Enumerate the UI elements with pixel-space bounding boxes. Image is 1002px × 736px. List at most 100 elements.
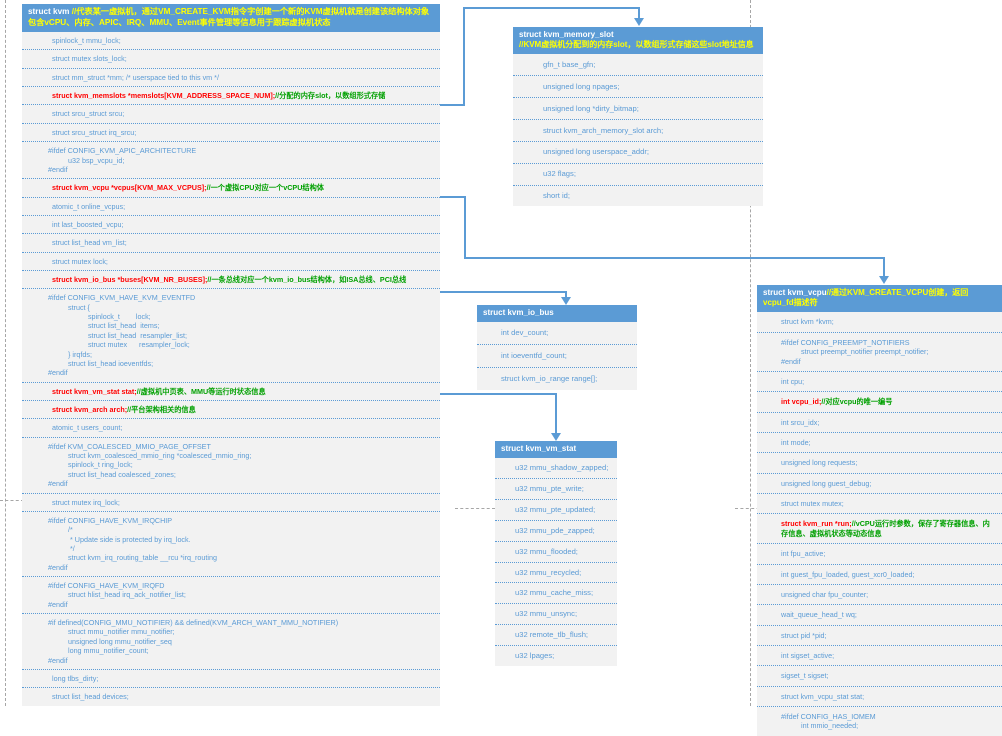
struct-rows-kvm-vcpu: struct kvm *kvm; #ifdef CONFIG_PREEMPT_NO… — [757, 312, 1002, 735]
struct-field-row[interactable]: struct mutex lock; — [22, 253, 440, 272]
struct-field-row[interactable]: u32 mmu_pde_zapped; — [495, 521, 617, 542]
struct-field-row[interactable]: #ifdef CONFIG_HAS_IOMEM int mmio_needed; — [757, 707, 1002, 736]
struct-field-row[interactable]: struct kvm_vcpu *vcpus[KVM_MAX_VCPUS];//… — [22, 179, 440, 198]
struct-field-row[interactable]: u32 mmu_unsync; — [495, 604, 617, 626]
struct-field-name: struct list_head vm_list; — [52, 238, 127, 248]
struct-field-name: #ifdef KVM_COALESCED_MMIO_PAGE_OFFSET st… — [48, 441, 252, 489]
struct-field-row[interactable]: u32 mmu_flooded; — [495, 542, 617, 563]
struct-field-row[interactable]: struct kvm_memslots *memslots[KVM_ADDRES… — [22, 87, 440, 106]
struct-rows-kvm: spinlock_t mmu_lock;struct mutex slots_l… — [22, 32, 440, 706]
struct-field-row[interactable]: #ifdef CONFIG_KVM_APIC_ARCHITECTURE u32 … — [22, 142, 440, 180]
struct-field-row[interactable]: int fpu_active; — [757, 544, 1002, 565]
struct-field-row[interactable]: unsigned char fpu_counter; — [757, 585, 1002, 606]
struct-field-name: u32 mmu_flooded; — [515, 546, 578, 556]
struct-box-kvm-io-bus[interactable]: struct kvm_io_bus int dev_count;int ioev… — [477, 305, 637, 390]
struct-field-name: unsigned long guest_debug; — [781, 478, 872, 488]
struct-box-kvm-vm-stat[interactable]: struct kvm_vm_stat u32 mmu_shadow_zapped… — [495, 441, 617, 666]
struct-box-kvm-memory-slot[interactable]: struct kvm_memory_slot//KVM虚拟机分配到的内存slot… — [513, 27, 763, 207]
struct-field-row[interactable]: atomic_t online_vcpus; — [22, 198, 440, 216]
struct-field-row[interactable]: #ifdef KVM_COALESCED_MMIO_PAGE_OFFSET st… — [22, 438, 440, 494]
connector-memslots-arrow — [634, 18, 644, 26]
struct-rows-kvm-memory-slot: gfn_t base_gfn;unsigned long npages;unsi… — [513, 54, 763, 206]
struct-field-row[interactable]: struct kvm_io_range range[]; — [477, 368, 637, 390]
connector-stat-seg2 — [555, 393, 557, 435]
pagebreak-horizontal-right — [735, 508, 765, 509]
struct-field-row[interactable]: int cpu; — [757, 372, 1002, 393]
struct-field-row[interactable]: short id; — [513, 186, 763, 207]
struct-field-row[interactable]: unsigned long npages; — [513, 76, 763, 99]
pagebreak-horizontal-mid — [455, 508, 495, 509]
struct-field-name: struct srcu_struct srcu; — [52, 109, 125, 119]
struct-field-row[interactable]: wait_queue_head_t wq; — [757, 605, 1002, 626]
struct-field-comment: //vCPU运行时参数，保存了寄存器信息、内存信息、虚拟机状态等动态信息 — [781, 519, 990, 538]
struct-box-kvm[interactable]: struct kvm //代表某一虚拟机，通过VM_CREATE_KVM指令字创… — [22, 4, 440, 706]
struct-field-row[interactable]: struct kvm_vcpu_stat stat; — [757, 687, 1002, 708]
struct-field-row[interactable]: int vcpu_id;//对应vcpu的唯一编号 — [757, 392, 1002, 413]
struct-field-row[interactable]: struct pid *pid; — [757, 626, 1002, 646]
struct-field-row[interactable]: int sigset_active; — [757, 646, 1002, 667]
struct-field-row[interactable]: int dev_count; — [477, 322, 637, 346]
struct-field-row[interactable]: struct kvm_run *run;//vCPU运行时参数，保存了寄存器信息… — [757, 514, 1002, 545]
struct-title-kvm-memory-slot: struct kvm_memory_slot — [519, 30, 614, 39]
struct-field-row[interactable]: unsigned long userspace_addr; — [513, 142, 763, 164]
struct-field-row[interactable]: struct kvm_vm_stat stat;//虚拟机中页表、MMU等运行时… — [22, 383, 440, 401]
struct-field-row[interactable]: #if defined(CONFIG_MMU_NOTIFIER) && defi… — [22, 614, 440, 670]
struct-field-row[interactable]: #ifdef CONFIG_KVM_HAVE_KVM_EVENTFD struc… — [22, 289, 440, 383]
struct-field-row[interactable]: struct list_head vm_list; — [22, 234, 440, 253]
struct-field-row[interactable]: unsigned long *dirty_bitmap; — [513, 98, 763, 121]
struct-field-row[interactable]: struct mutex slots_lock; — [22, 50, 440, 69]
struct-field-row[interactable]: u32 mmu_cache_miss; — [495, 583, 617, 605]
struct-field-name: u32 mmu_pte_updated; — [515, 504, 596, 514]
struct-field-row[interactable]: u32 lpages; — [495, 646, 617, 666]
struct-comment-kvm-vcpu: //通过KVM_CREATE_VCPU创建，返回vcpu_fd描述符 — [763, 288, 969, 308]
struct-field-row[interactable]: int guest_fpu_loaded, guest_xcr0_loaded; — [757, 565, 1002, 585]
struct-field-name: sigset_t sigset; — [781, 671, 829, 681]
struct-field-row[interactable]: u32 mmu_shadow_zapped; — [495, 458, 617, 480]
struct-field-row[interactable]: struct kvm_io_bus *buses[KVM_NR_BUSES];/… — [22, 271, 440, 290]
connector-stat-seg1 — [437, 393, 557, 395]
struct-title-kvm-vcpu: struct kvm_vcpu — [763, 288, 827, 297]
struct-field-name: u32 mmu_cache_miss; — [515, 588, 594, 598]
struct-field-row[interactable]: u32 mmu_pte_write; — [495, 479, 617, 500]
struct-field-row[interactable]: int srcu_idx; — [757, 413, 1002, 433]
connector-vcpus-seg1 — [440, 196, 466, 198]
struct-field-row[interactable]: struct kvm *kvm; — [757, 312, 1002, 333]
struct-field-name: int last_boosted_vcpu; — [52, 219, 124, 229]
struct-field-row[interactable]: gfn_t base_gfn; — [513, 54, 763, 77]
struct-field-row[interactable]: int last_boosted_vcpu; — [22, 216, 440, 235]
struct-field-row[interactable]: struct mm_struct *mm; /* userspace tied … — [22, 69, 440, 88]
struct-field-row[interactable]: struct kvm_arch arch;//平台架构相关的信息 — [22, 401, 440, 420]
struct-field-row[interactable]: #ifdef CONFIG_HAVE_KVM_IRQCHIP /* * Upda… — [22, 512, 440, 578]
struct-field-row[interactable]: u32 remote_tlb_flush; — [495, 625, 617, 646]
struct-field-row[interactable]: spinlock_t mmu_lock; — [22, 32, 440, 51]
struct-field-name: int sigset_active; — [781, 650, 835, 660]
struct-field-name: struct mutex irq_lock; — [52, 497, 120, 507]
struct-field-row[interactable]: int ioeventfd_count; — [477, 345, 637, 368]
struct-field-row[interactable]: #ifdef CONFIG_HAVE_KVM_IRQFD struct hlis… — [22, 577, 440, 615]
struct-field-name: struct kvm_vcpu *vcpus[KVM_MAX_VCPUS]; — [52, 183, 207, 193]
struct-field-name: struct list_head devices; — [52, 692, 129, 702]
struct-field-row[interactable]: struct srcu_struct irq_srcu; — [22, 124, 440, 143]
struct-field-row[interactable]: struct mutex mutex; — [757, 494, 1002, 515]
struct-field-row[interactable]: #ifdef CONFIG_PREEMPT_NOTIFIERS struct p… — [757, 333, 1002, 372]
struct-field-row[interactable]: atomic_t users_count; — [22, 419, 440, 438]
struct-field-row[interactable]: struct list_head devices; — [22, 688, 440, 705]
struct-field-name: spinlock_t mmu_lock; — [52, 36, 121, 45]
struct-field-row[interactable]: struct kvm_arch_memory_slot arch; — [513, 120, 763, 142]
struct-field-row[interactable]: long tlbs_dirty; — [22, 670, 440, 689]
struct-field-row[interactable]: struct srcu_struct srcu; — [22, 105, 440, 124]
struct-field-name: #ifdef CONFIG_HAVE_KVM_IRQCHIP /* * Upda… — [48, 515, 217, 572]
struct-rows-kvm-io-bus: int dev_count;int ioeventfd_count;struct… — [477, 322, 637, 390]
struct-field-name: #ifdef CONFIG_PREEMPT_NOTIFIERS struct p… — [781, 337, 929, 366]
struct-field-row[interactable]: sigset_t sigset; — [757, 666, 1002, 687]
connector-vcpus-seg4 — [883, 257, 885, 276]
struct-field-row[interactable]: unsigned long guest_debug; — [757, 474, 1002, 495]
struct-field-row[interactable]: unsigned long requests; — [757, 453, 1002, 474]
struct-field-row[interactable]: int mode; — [757, 433, 1002, 454]
struct-field-row[interactable]: struct mutex irq_lock; — [22, 494, 440, 512]
struct-field-row[interactable]: u32 flags; — [513, 164, 763, 186]
struct-field-row[interactable]: u32 mmu_recycled; — [495, 563, 617, 584]
struct-box-kvm-vcpu[interactable]: struct kvm_vcpu//通过KVM_CREATE_VCPU创建，返回v… — [757, 285, 1002, 736]
struct-field-row[interactable]: u32 mmu_pte_updated; — [495, 500, 617, 521]
struct-title-kvm-io-bus: struct kvm_io_bus — [483, 308, 554, 317]
